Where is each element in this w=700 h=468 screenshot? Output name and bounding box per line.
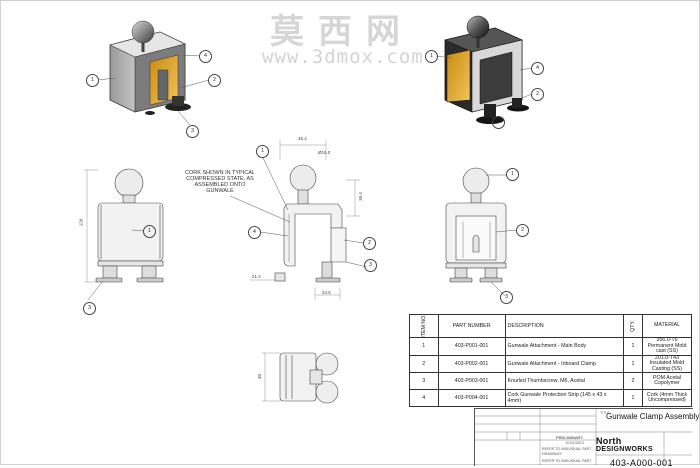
balloon-3-section: 3 bbox=[364, 259, 377, 272]
bom-qty: 1 bbox=[623, 354, 643, 373]
balloon-3-side: 3 bbox=[500, 291, 513, 304]
refer-line-3: REFER TO INDIVIDUAL PART bbox=[542, 459, 592, 463]
dimension-offset-left: 21.4 bbox=[252, 274, 261, 279]
drawing-number: 403-A000-001 bbox=[610, 458, 674, 468]
bom-header-description: DESCRIPTION bbox=[504, 314, 625, 338]
bom-header-material: MATERIAL bbox=[642, 314, 692, 338]
section-view-middle bbox=[250, 140, 360, 300]
dimension-height-left: 120 bbox=[78, 218, 84, 227]
balloon-4-iso-left: 4 bbox=[199, 50, 212, 63]
bom-part-number: 403-P004-001 bbox=[437, 389, 506, 407]
balloon-3-iso-left: 3 bbox=[186, 125, 199, 138]
bom-description: Gunwale Attachment - Inboard Clamp bbox=[504, 354, 625, 373]
balloon-3-iso-right: 3 bbox=[492, 116, 505, 129]
bom-material: 356.0-T6 Permanent Mold cast (SS) bbox=[642, 337, 692, 356]
table-row: 4 403-P004-001 Cork Gunwale Protection S… bbox=[409, 389, 692, 407]
watermark-chinese: 莫西网 bbox=[270, 12, 414, 52]
bom-qty: 1 bbox=[623, 337, 643, 356]
bom-qty: 1 bbox=[623, 389, 643, 407]
balloon-1-iso-right: 1 bbox=[425, 50, 438, 63]
dimension-top-view: 40 bbox=[257, 373, 263, 380]
bom-qty: 2 bbox=[623, 372, 643, 390]
bom-item: 1 bbox=[409, 337, 439, 356]
table-row: 2 403-P002-001 Gunwale Attachment - Inbo… bbox=[409, 354, 692, 373]
balloon-1-iso-left: 1 bbox=[86, 74, 99, 87]
top-view bbox=[262, 352, 339, 404]
table-row: 3 403-P003-001 Knurled Thumbscrew, M6, A… bbox=[409, 372, 692, 390]
watermark-url: www.3dmox.com bbox=[262, 46, 424, 68]
bom-item: 2 bbox=[409, 354, 439, 373]
iso-view-dark bbox=[444, 15, 529, 124]
cork-note: CORK SHOWN IN TYPICAL COMPRESSED STATE, … bbox=[185, 170, 255, 194]
date-text: 01/11/2013 bbox=[566, 441, 584, 445]
balloon-2-section: 2 bbox=[363, 237, 376, 250]
bill-of-materials: ITEM NO. PART NUMBER DESCRIPTION QTY. MA… bbox=[409, 314, 692, 407]
bom-header-qty: QTY. bbox=[623, 314, 643, 338]
drawing-title: Gunwale Clamp Assembly bbox=[606, 412, 700, 421]
title-label: TITLE: bbox=[600, 411, 611, 415]
bom-item: 4 bbox=[409, 389, 439, 407]
company-logo-north: North bbox=[596, 436, 622, 446]
bom-material: 201.0-T43 Insulated Mold Casting (SS) bbox=[642, 354, 692, 373]
dimension-sphere: Ø15.0 bbox=[318, 150, 331, 155]
leader-lines bbox=[87, 54, 533, 301]
balloon-2-iso-right: 2 bbox=[531, 88, 544, 101]
balloon-4-iso-right: 4 bbox=[531, 62, 544, 75]
balloon-4-section: 4 bbox=[248, 226, 261, 239]
balloon-1-front: 1 bbox=[143, 225, 156, 238]
bom-item: 3 bbox=[409, 372, 439, 390]
front-view-left bbox=[84, 168, 164, 283]
dimension-width-top: 45.4 bbox=[298, 136, 307, 141]
company-logo-designworks: DESIGNWORKS bbox=[596, 446, 653, 453]
balloon-2-side: 2 bbox=[516, 224, 529, 237]
bom-description: Cork Gunwale Protection Strip (145 x 43 … bbox=[504, 389, 625, 407]
balloon-1-side: 1 bbox=[506, 168, 519, 181]
balloon-3-front: 3 bbox=[83, 302, 96, 315]
dimension-width-bottom: 24.5 bbox=[322, 290, 331, 295]
refer-line-2: DRAWINGS bbox=[542, 452, 562, 456]
bom-header-item: ITEM NO. bbox=[409, 314, 439, 338]
status-text: PRELIMINARY bbox=[556, 435, 584, 440]
side-view-right bbox=[445, 167, 507, 283]
bom-header-row: ITEM NO. PART NUMBER DESCRIPTION QTY. MA… bbox=[409, 314, 692, 338]
bom-material: Cork (4mm Thick Uncompressed) bbox=[642, 389, 692, 407]
balloon-1-section: 1 bbox=[256, 145, 269, 158]
refer-line-1: REFER TO INDIVIDUAL PART bbox=[542, 447, 592, 451]
bom-part-number: 403-P002-001 bbox=[437, 354, 506, 373]
table-row: 1 403-P001-001 Gunwale Attachment - Main… bbox=[409, 337, 692, 356]
bom-header-part-number: PART NUMBER bbox=[437, 314, 506, 338]
balloon-2-iso-left: 2 bbox=[208, 74, 221, 87]
bom-part-number: 403-P003-001 bbox=[437, 372, 506, 390]
bom-part-number: 403-P001-001 bbox=[437, 337, 506, 356]
dimension-height-right: 36.4 bbox=[357, 192, 363, 201]
iso-view-grey bbox=[109, 20, 191, 115]
title-block bbox=[474, 408, 693, 466]
bom-description: Gunwale Attachment - Main Body bbox=[504, 337, 625, 356]
title-block-lines bbox=[474, 408, 692, 465]
bom-material: POM Acetal Copolymer bbox=[642, 372, 692, 390]
bom-description: Knurled Thumbscrew, M6, Acetal bbox=[504, 372, 625, 390]
